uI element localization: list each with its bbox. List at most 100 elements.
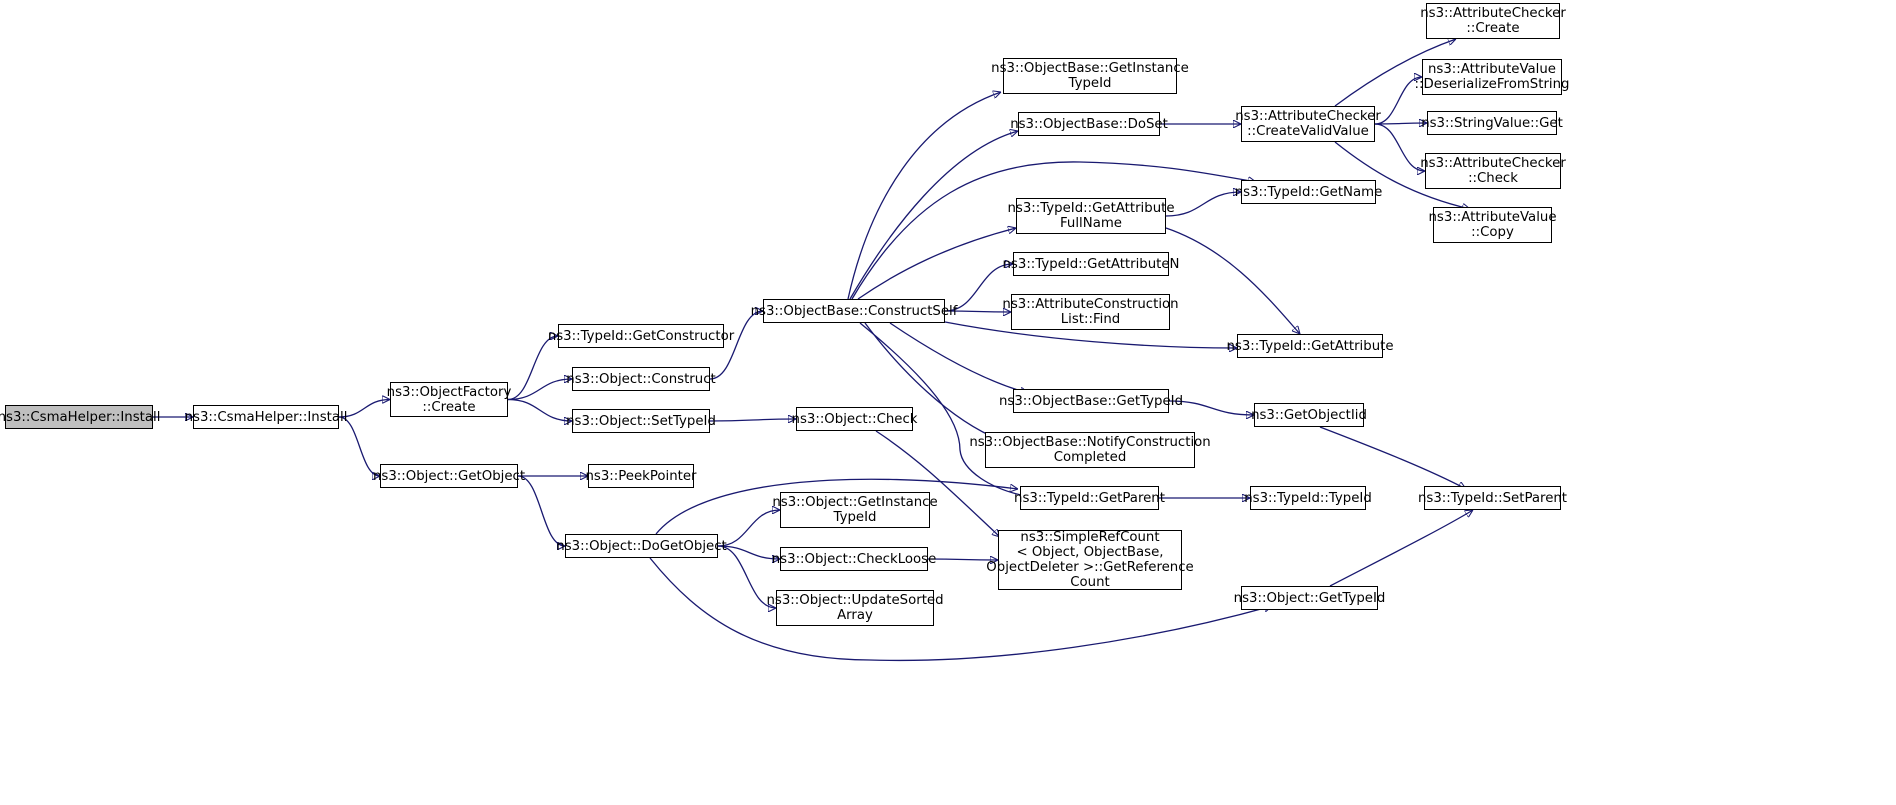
call-edge	[649, 557, 1272, 662]
graph-node[interactable]: ns3::GetObjectIid	[1251, 403, 1367, 427]
graph-node-label: ns3::AttributeValue	[1427, 62, 1556, 77]
call-edge	[1319, 426, 1466, 490]
graph-node-label: ns3::Object::GetTypeId	[1233, 590, 1386, 606]
graph-node[interactable]: ns3::Object::GetTypeId	[1234, 586, 1385, 610]
graph-node-label: ns3::Object::GetInstance	[772, 495, 938, 510]
call-edge	[851, 161, 1256, 300]
call-edge	[875, 430, 1000, 537]
graph-node[interactable]: ns3::TypeId::GetName	[1235, 180, 1382, 204]
graph-node[interactable]: ns3::AttributeChecker::Check	[1420, 153, 1566, 189]
graph-node-label: ::Check	[1468, 171, 1518, 186]
call-edge	[1334, 141, 1470, 209]
graph-node[interactable]: ns3::AttributeChecker::Create	[1420, 3, 1566, 39]
graph-node-label: ns3::CsmaHelper::Install	[184, 409, 348, 425]
graph-node-label: ::Create	[422, 399, 476, 415]
graph-node-label: ns3::StringValue::Get	[1421, 115, 1563, 131]
graph-node-label: ns3::TypeId::GetParent	[1014, 490, 1165, 506]
graph-node[interactable]: ns3::Object::GetObject	[373, 464, 525, 488]
call-edge	[709, 311, 764, 380]
graph-node[interactable]: ns3::ObjectBase::GetTypeId	[999, 389, 1183, 413]
graph-node[interactable]: ns3::Object::DoGetObject	[556, 534, 727, 558]
graph-node[interactable]: ns3::AttributeValue::Copy	[1429, 207, 1557, 243]
call-edge	[517, 475, 566, 546]
graph-node[interactable]: ns3::Object::SetTypeId	[566, 409, 716, 433]
call-edge	[507, 398, 572, 422]
call-edge	[1165, 227, 1300, 334]
graph-node-label: ns3::AttributeValue	[1428, 210, 1557, 225]
graph-node-label: ::CreateValidValue	[1247, 124, 1369, 139]
call-edge	[1374, 77, 1423, 125]
graph-node[interactable]: ns3::ObjectFactory::Create	[387, 382, 511, 417]
call-edge	[1329, 510, 1473, 587]
graph-node[interactable]: ns3::AttributeChecker::CreateValidValue	[1235, 106, 1381, 142]
call-edge	[717, 545, 777, 608]
graph-node-label: ns3::ObjectBase::NotifyConstruction	[969, 435, 1211, 450]
graph-node[interactable]: ns3::StringValue::Get	[1421, 111, 1563, 135]
graph-node-label: ns3::Object::UpdateSorted	[766, 593, 944, 608]
call-edge	[709, 419, 796, 421]
graph-node[interactable]: ns3::Object::Construct	[566, 367, 716, 391]
graph-node-label: ObjectDeleter >::GetReference	[986, 560, 1194, 575]
graph-node[interactable]: ns3::TypeId::GetAttribute	[1226, 334, 1394, 358]
graph-node-label: ns3::PeekPointer	[585, 468, 697, 484]
graph-node-label: ns3::Object::Check	[791, 411, 918, 427]
call-edge	[857, 228, 1016, 300]
graph-node-root: ns3::CsmaHelper::Install	[0, 405, 160, 429]
graph-node-label: ns3::ObjectBase::DoSet	[1010, 116, 1168, 132]
graph-node-label: ns3::TypeId::GetConstructor	[547, 328, 735, 344]
call-edge	[864, 322, 1000, 440]
call-edge	[847, 92, 1001, 300]
call-edge	[1165, 192, 1241, 217]
graph-node-label: ns3::Object::GetObject	[372, 468, 526, 484]
graph-node-label: FullName	[1060, 216, 1122, 231]
call-edge	[944, 264, 1013, 312]
graph-node-label: Count	[1070, 575, 1110, 590]
call-edge	[1374, 123, 1426, 171]
graph-node-label: ns3::SimpleRefCount	[1020, 530, 1160, 545]
graph-node-label: List::Find	[1060, 312, 1121, 327]
graph-node-label: ns3::TypeId::TypeId	[1244, 490, 1372, 506]
graph-node-label: ns3::Object::SetTypeId	[566, 413, 716, 429]
graph-node-label: ns3::GetObjectIid	[1251, 407, 1367, 423]
graph-node[interactable]: ns3::Object::Check	[792, 407, 917, 431]
graph-node-label: ns3::ObjectBase::GetInstance	[991, 61, 1189, 76]
graph-node[interactable]: ns3::Object::CheckLoose	[772, 547, 936, 571]
graph-node[interactable]: ns3::ObjectBase::DoSet	[1010, 112, 1168, 136]
call-edge	[338, 400, 390, 418]
graph-node-label: ns3::CsmaHelper::Install	[0, 409, 161, 425]
graph-node-label: ns3::ObjectBase::ConstructSelf	[750, 303, 958, 319]
call-edge	[859, 322, 1031, 497]
graph-node[interactable]: ns3::PeekPointer	[585, 464, 697, 488]
graph-node-label: ns3::AttributeConstruction	[1002, 297, 1179, 312]
call-edge	[1334, 39, 1456, 107]
call-edge	[944, 311, 1011, 312]
call-edge	[655, 478, 1018, 535]
graph-node-label: ns3::TypeId::GetAttributeN	[1002, 256, 1180, 272]
call-edge	[889, 322, 1028, 393]
call-edge	[1168, 400, 1254, 415]
graph-node[interactable]: ns3::SimpleRefCount< Object, ObjectBase,…	[986, 530, 1194, 590]
graph-node[interactable]: ns3::TypeId::GetConstructor	[548, 324, 734, 348]
graph-node[interactable]: ns3::TypeId::TypeId	[1244, 486, 1372, 510]
call-edge	[849, 131, 1018, 300]
graph-node[interactable]: ns3::CsmaHelper::Install	[185, 405, 347, 429]
graph-node[interactable]: ns3::TypeId::GetAttributeN	[1003, 252, 1180, 276]
graph-node-label: Completed	[1053, 450, 1127, 465]
graph-node[interactable]: ns3::TypeId::SetParent	[1418, 486, 1567, 510]
call-edge	[507, 379, 572, 401]
graph-node-label: TypeId	[1068, 76, 1112, 91]
graph-node-label: ns3::AttributeChecker	[1420, 156, 1566, 171]
graph-node[interactable]: ns3::AttributeValue::DeserializeFromStri…	[1415, 59, 1570, 95]
graph-node[interactable]: ns3::TypeId::GetParent	[1014, 486, 1165, 510]
graph-node-label: ::Create	[1466, 21, 1520, 36]
graph-node[interactable]: ns3::ObjectBase::ConstructSelf	[751, 299, 957, 323]
graph-node-label: ::Copy	[1471, 225, 1514, 240]
